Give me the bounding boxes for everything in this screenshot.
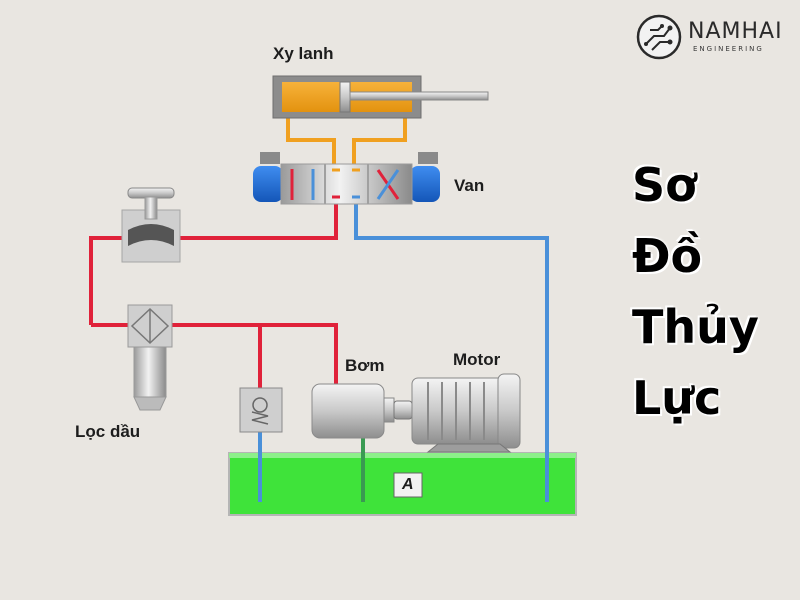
circuit-circle-icon xyxy=(636,14,682,60)
title-line-1: Sơ xyxy=(632,158,697,212)
pressure-lines xyxy=(89,197,338,390)
cylinder-lines xyxy=(286,112,407,168)
title-line-3: Thủy xyxy=(632,300,759,354)
logo-name: NAMHAI xyxy=(688,19,783,44)
motor-label: Motor xyxy=(453,350,501,369)
oil-filter xyxy=(127,304,173,411)
filter-label: Lọc dầu xyxy=(75,422,141,441)
hydraulic-cylinder xyxy=(272,75,489,119)
title-line-2: Đồ xyxy=(632,229,703,283)
pressure-gauge-valve xyxy=(121,187,181,263)
valve-label: Van xyxy=(454,176,485,195)
return-lines xyxy=(258,197,549,502)
page-title: Sơ Đồ Thủy Lực xyxy=(632,150,759,434)
logo-subtitle: ENGINEERING xyxy=(693,45,764,53)
tank-label: A xyxy=(402,476,414,493)
check-valve xyxy=(239,387,283,433)
company-logo: NAMHAI ENGINEERING xyxy=(636,14,786,60)
pump-label: Bơm xyxy=(345,356,385,375)
hydraulic-pump xyxy=(311,383,413,439)
cylinder-label: Xy lanh xyxy=(273,44,334,63)
electric-motor xyxy=(411,373,521,453)
tank-label-box xyxy=(393,472,423,498)
directional-valve xyxy=(253,152,440,205)
title-line-4: Lực xyxy=(632,371,722,425)
